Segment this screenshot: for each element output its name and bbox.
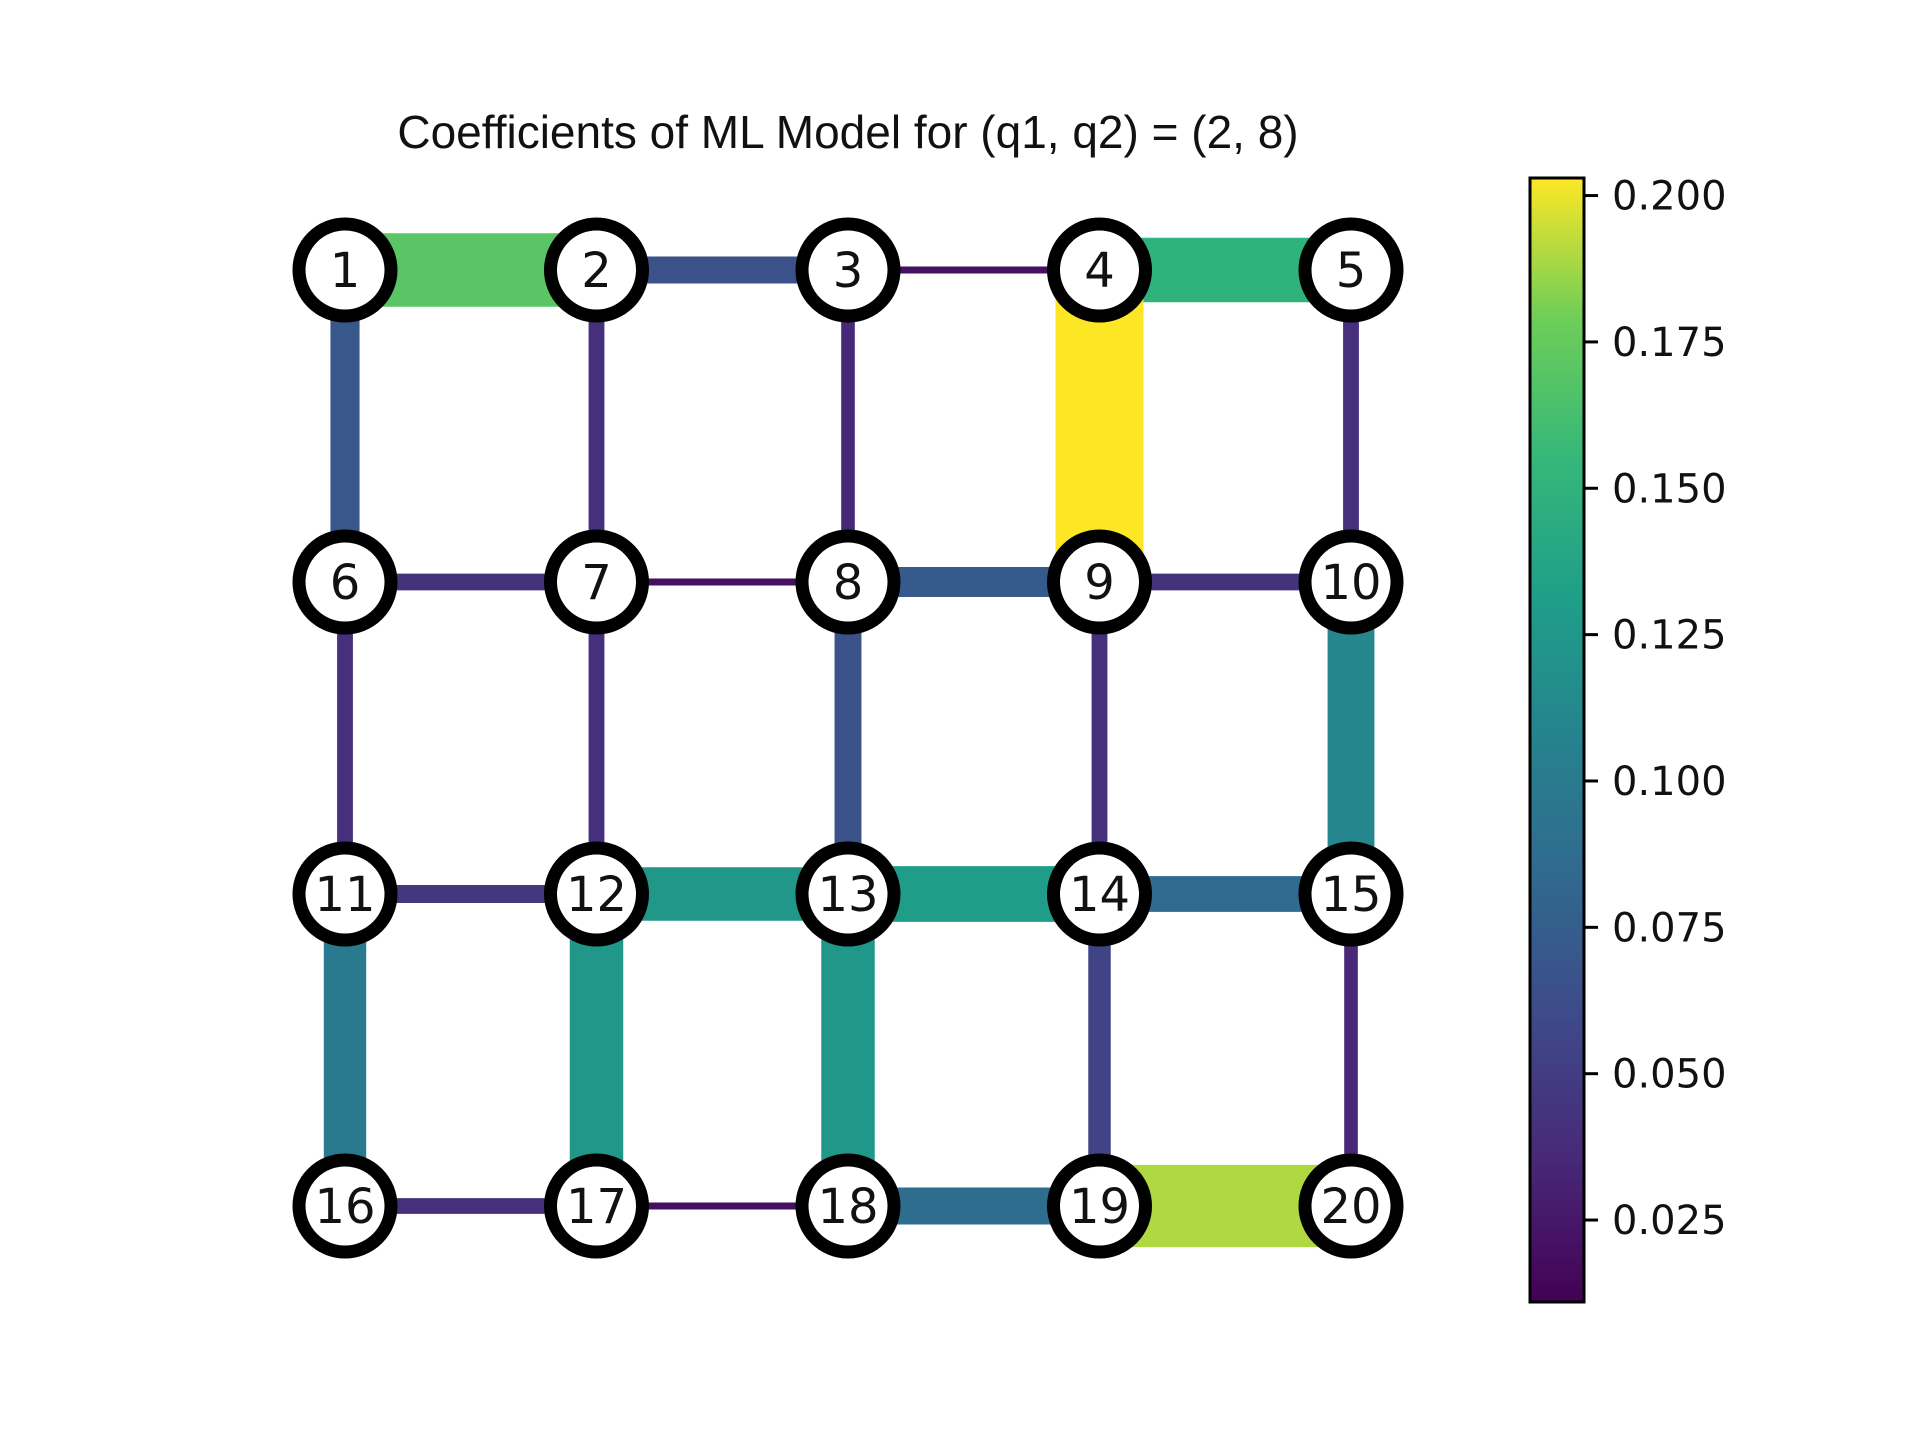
- node-17: 17: [544, 1153, 649, 1259]
- node-label: 1: [330, 243, 361, 299]
- node-label: 2: [581, 243, 612, 299]
- node-label: 12: [566, 867, 627, 923]
- node-circle: [795, 529, 901, 635]
- node-label: 14: [1069, 867, 1130, 923]
- node-label: 13: [817, 867, 878, 923]
- node-label: 5: [1336, 243, 1367, 299]
- node-6: 6: [292, 529, 398, 635]
- node-10: 10: [1298, 529, 1404, 635]
- node-label: 10: [1320, 555, 1381, 611]
- node-circle: [292, 217, 398, 323]
- node-3: 3: [795, 217, 901, 323]
- node-label: 19: [1069, 1179, 1130, 1235]
- node-label: 17: [566, 1179, 627, 1235]
- edges-layer: [323, 233, 1375, 1248]
- node-circle: [1298, 217, 1404, 323]
- node-19: 19: [1047, 1153, 1152, 1259]
- colorbar-tick-label: 0.175: [1612, 320, 1727, 366]
- node-5: 5: [1298, 217, 1404, 323]
- colorbar-tick-label: 0.025: [1612, 1198, 1727, 1244]
- node-circle: [795, 1153, 901, 1259]
- node-circle: [544, 1153, 649, 1259]
- node-label: 18: [817, 1179, 878, 1235]
- node-2: 2: [544, 217, 649, 323]
- node-13: 13: [795, 841, 901, 947]
- colorbar-tick-label: 0.100: [1612, 759, 1727, 805]
- node-label: 4: [1084, 243, 1115, 299]
- node-circle: [292, 529, 398, 635]
- node-11: 11: [292, 841, 398, 947]
- colorbar-tick-label: 0.200: [1612, 174, 1727, 220]
- colorbar-tick-label: 0.050: [1612, 1052, 1727, 1098]
- node-circle: [795, 217, 901, 323]
- node-label: 20: [1320, 1179, 1381, 1235]
- node-circle: [1047, 529, 1152, 635]
- colorbar: 0.025 0.050 0.075 0.100 0.125 0.150 0.175 0.200: [1528, 174, 1727, 1304]
- node-label: 6: [330, 555, 361, 611]
- node-9: 9: [1047, 529, 1152, 635]
- node-12: 12: [544, 841, 649, 947]
- node-label: 8: [833, 555, 864, 611]
- node-7: 7: [544, 529, 649, 635]
- node-16: 16: [292, 1153, 398, 1259]
- node-circle: [1298, 841, 1404, 947]
- node-circle: [544, 841, 649, 947]
- node-label: 9: [1084, 555, 1115, 611]
- node-label: 7: [581, 555, 612, 611]
- node-8: 8: [795, 529, 901, 635]
- node-18: 18: [795, 1153, 901, 1259]
- colorbar-tick-label: 0.125: [1612, 613, 1727, 659]
- node-circle: [544, 217, 649, 323]
- chart-title: Coefficients of ML Model for (q1, q2) = …: [397, 106, 1298, 158]
- node-label: 16: [314, 1179, 375, 1235]
- node-circle: [1298, 529, 1404, 635]
- colorbar-ticks: 0.025 0.050 0.075 0.100 0.125 0.150 0.175 0.200: [1584, 174, 1727, 1244]
- node-circle: [292, 841, 398, 947]
- node-1: 1: [292, 217, 398, 323]
- node-label: 15: [1320, 867, 1381, 923]
- colorbar-tick-label: 0.075: [1612, 905, 1727, 951]
- node-circle: [292, 1153, 398, 1259]
- node-4: 4: [1047, 217, 1152, 323]
- node-circle: [544, 529, 649, 635]
- colorbar-tick-label: 0.150: [1612, 466, 1727, 512]
- node-circle: [1298, 1153, 1404, 1259]
- node-circle: [1047, 1153, 1152, 1259]
- node-circle: [1047, 217, 1152, 323]
- node-circle: [1047, 841, 1152, 947]
- node-label: 3: [833, 243, 864, 299]
- node-circle: [795, 841, 901, 947]
- node-15: 15: [1298, 841, 1404, 947]
- node-20: 20: [1298, 1153, 1404, 1259]
- node-14: 14: [1047, 841, 1152, 947]
- node-label: 11: [314, 867, 375, 923]
- colorbar-gradient: [1528, 176, 1586, 1304]
